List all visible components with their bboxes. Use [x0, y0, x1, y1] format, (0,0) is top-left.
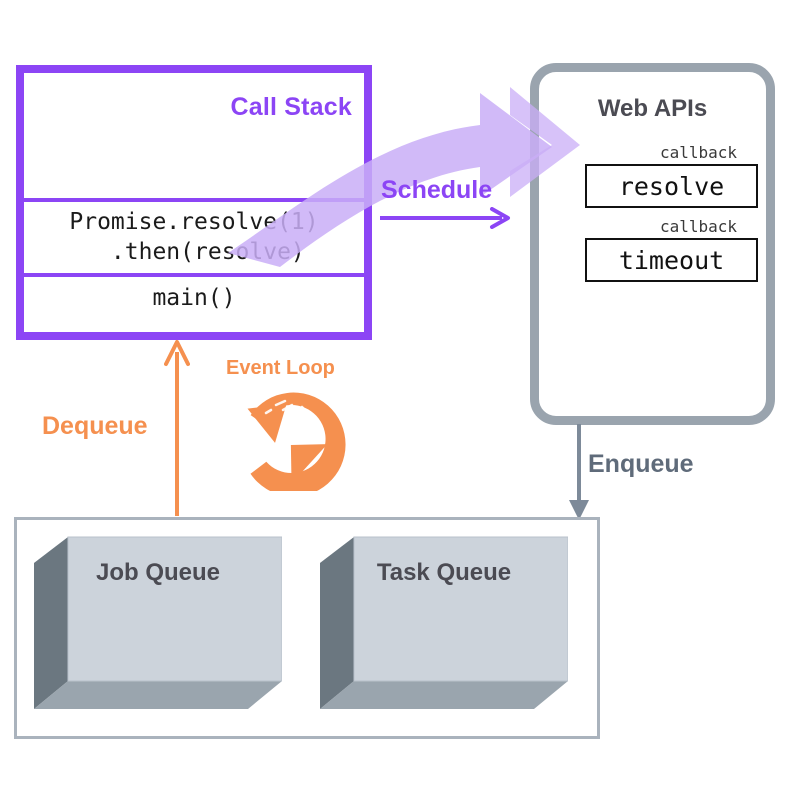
callback-label-resolve: callback: [659, 143, 737, 162]
schedule-arrow-icon: [380, 207, 510, 229]
callback-box-resolve: resolve: [585, 164, 758, 208]
enqueue-label: Enqueue: [588, 450, 694, 478]
call-stack-frame-promise: Promise.resolve(1) .then(resolve): [69, 209, 319, 266]
dequeue-arrow-icon: [164, 340, 190, 516]
schedule-label: Schedule: [381, 176, 493, 204]
enqueue-arrow-icon: [569, 424, 589, 520]
task-queue-box: Task Queue: [320, 533, 568, 713]
job-queue-3d-shape: [34, 536, 282, 709]
dequeue-label: Dequeue: [42, 412, 148, 440]
stack-divider-top: [24, 198, 364, 202]
job-queue-box: Job Queue: [34, 533, 282, 713]
callback-box-timeout: timeout: [585, 238, 758, 282]
call-stack-frame-main: main(): [152, 285, 236, 311]
web-apis-box: Web APIs callback resolve callback timeo…: [530, 63, 775, 425]
stack-divider-bottom: [24, 273, 364, 277]
callback-label-timeout: callback: [659, 217, 737, 236]
call-stack-box: Call Stack Promise.resolve(1) .then(reso…: [16, 65, 372, 340]
task-queue-3d-shape: [320, 536, 568, 709]
call-stack-title: Call Stack: [230, 93, 352, 121]
web-apis-title: Web APIs: [597, 95, 708, 122]
event-loop-label: Event Loop: [226, 357, 335, 379]
circular-arrow-icon: [247, 392, 346, 491]
